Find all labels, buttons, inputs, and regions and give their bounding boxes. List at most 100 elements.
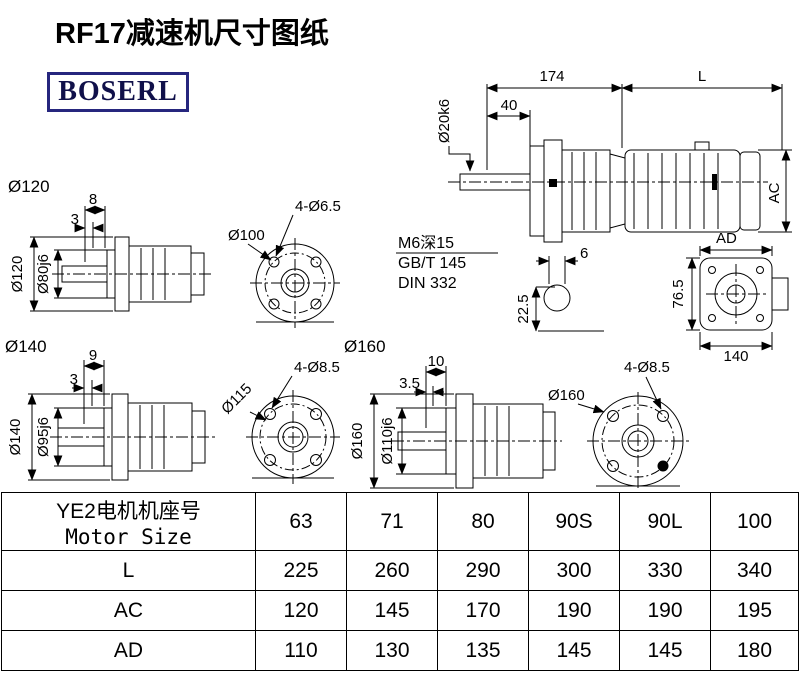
holes-label: 4-Ø8.5 — [624, 359, 670, 376]
dim-dia-95j6: Ø95j6 — [35, 417, 52, 457]
table-cell: 145 — [346, 590, 438, 631]
brand-logo: BOSERL — [47, 72, 189, 112]
table-cell: 170 — [437, 590, 529, 631]
corner-hole — [756, 314, 764, 322]
motor-size-header-cn: YE2电机机座号 — [56, 499, 201, 523]
motor-size-header: YE2电机机座号 Motor Size — [1, 492, 256, 551]
holes-label: 4-Ø6.5 — [295, 198, 341, 215]
rotor-mark — [712, 174, 717, 190]
table-cell: 190 — [528, 590, 620, 631]
dim-dia-120: Ø120 — [9, 256, 26, 293]
dim-L: L — [698, 68, 706, 85]
dim-3: 3 — [71, 211, 79, 228]
dim-key-height: 22.5 — [515, 294, 532, 323]
dim-key-width: 6 — [580, 245, 588, 262]
dim-9: 9 — [89, 347, 97, 364]
motor-size-71: 71 — [346, 492, 438, 551]
table-cell: 195 — [710, 590, 799, 631]
dim-140: 140 — [723, 348, 748, 365]
dim-3-5: 3.5 — [399, 375, 420, 392]
motor-adapter — [609, 153, 626, 229]
bolt-hole — [607, 460, 619, 472]
bolt-hole — [310, 408, 322, 420]
table-cell: 225 — [255, 550, 347, 591]
terminal-box — [771, 277, 789, 311]
table-cell: 290 — [437, 550, 529, 591]
motor-size-header-en: Motor Size — [65, 524, 192, 549]
leader-line — [577, 403, 605, 414]
gearbox-housing — [561, 149, 611, 233]
row-label-L: L — [1, 550, 256, 591]
note-din: DIN 332 — [398, 275, 457, 292]
leader-line — [247, 243, 272, 261]
tapped-hole-note: M6深15 GB/T 145 DIN 332 — [396, 234, 498, 292]
dim-shaft-dia: Ø20k6 — [436, 99, 453, 143]
table-row-L: L 225 260 290 300 330 340 — [1, 550, 799, 591]
table-row-AD: AD 110 130 135 145 145 180 — [1, 630, 799, 671]
bolt-circle-label: Ø115 — [218, 380, 255, 417]
dim-dia-160: Ø160 — [349, 423, 366, 460]
shaft-section-detail: 6 22.5 — [515, 245, 604, 332]
dim-76-5: 76.5 — [670, 279, 687, 308]
group-label-120: Ø120 — [8, 177, 50, 196]
key-mark — [549, 179, 557, 187]
bolt-hole — [310, 256, 322, 268]
dim-AD: AD — [716, 230, 737, 247]
end-cap — [191, 410, 206, 464]
table-cell: 180 — [710, 630, 799, 671]
bolt-hole — [607, 410, 619, 422]
table-cell: 340 — [710, 550, 799, 591]
bolt-hole — [264, 454, 276, 466]
table-header-row: YE2电机机座号 Motor Size 63 71 80 90S 90L 100 — [1, 492, 799, 551]
table-cell: 130 — [346, 630, 438, 671]
page-title: RF17减速机尺寸图纸 — [55, 18, 329, 50]
dimension-table: YE2电机机座号 Motor Size 63 71 80 90S 90L 100… — [1, 492, 799, 671]
dim-dia-80j6: Ø80j6 — [35, 254, 52, 294]
row-label-AC: AC — [1, 590, 256, 631]
table-cell: 110 — [255, 630, 347, 671]
bolt-hole — [264, 408, 276, 420]
motor-size-63: 63 — [255, 492, 347, 551]
bolt-hole-filled — [657, 460, 669, 472]
main-dimensions: 174 L 40 Ø20k6 AC AD — [436, 68, 792, 256]
main-assembly-view — [448, 139, 768, 243]
group-label-160: Ø160 — [344, 337, 386, 356]
bolt-hole — [310, 454, 322, 466]
table-cell: 330 — [619, 550, 711, 591]
corner-hole — [708, 266, 716, 274]
note-m6: M6深15 — [398, 234, 454, 252]
dimension-drawing: 174 L 40 Ø20k6 AC AD M6深15 GB/T 145 DIN … — [5, 68, 792, 490]
motor-body — [624, 149, 741, 233]
motor-size-90l: 90L — [619, 492, 711, 551]
bolt-hole — [268, 298, 280, 310]
table-cell: 120 — [255, 590, 347, 631]
table-cell: 190 — [619, 590, 711, 631]
dim-dia-140: Ø140 — [7, 419, 24, 456]
holes-label: 4-Ø8.5 — [294, 359, 340, 376]
dim-10: 10 — [428, 353, 445, 370]
front-flange-plate — [529, 145, 545, 237]
corner-hole — [708, 314, 716, 322]
gearbox-flange — [543, 139, 563, 243]
table-row-AC: AC 120 145 170 190 190 195 — [1, 590, 799, 631]
end-cap — [542, 411, 556, 471]
brand-logo-text: BOSERL — [58, 76, 178, 107]
leader-line — [249, 411, 267, 421]
front-dia-label: Ø160 — [548, 387, 585, 404]
corner-hole — [756, 266, 764, 274]
motor-size-100: 100 — [710, 492, 799, 551]
row-label-AD: AD — [1, 630, 256, 671]
fan-cowl — [739, 151, 761, 231]
dim-3: 3 — [70, 371, 78, 388]
leader-line — [275, 214, 294, 257]
flange-140-view: Ø140 9 3 Ø140 Ø95j6 — [5, 337, 340, 484]
bolt-hole — [268, 256, 280, 268]
dim-40: 40 — [501, 97, 518, 114]
dim-dia-110j6: Ø110j6 — [379, 417, 396, 464]
table-cell: 135 — [437, 630, 529, 671]
table-cell: 145 — [619, 630, 711, 671]
bolt-hole — [310, 298, 322, 310]
lifting-lug — [694, 141, 710, 151]
dim-174: 174 — [539, 68, 564, 85]
